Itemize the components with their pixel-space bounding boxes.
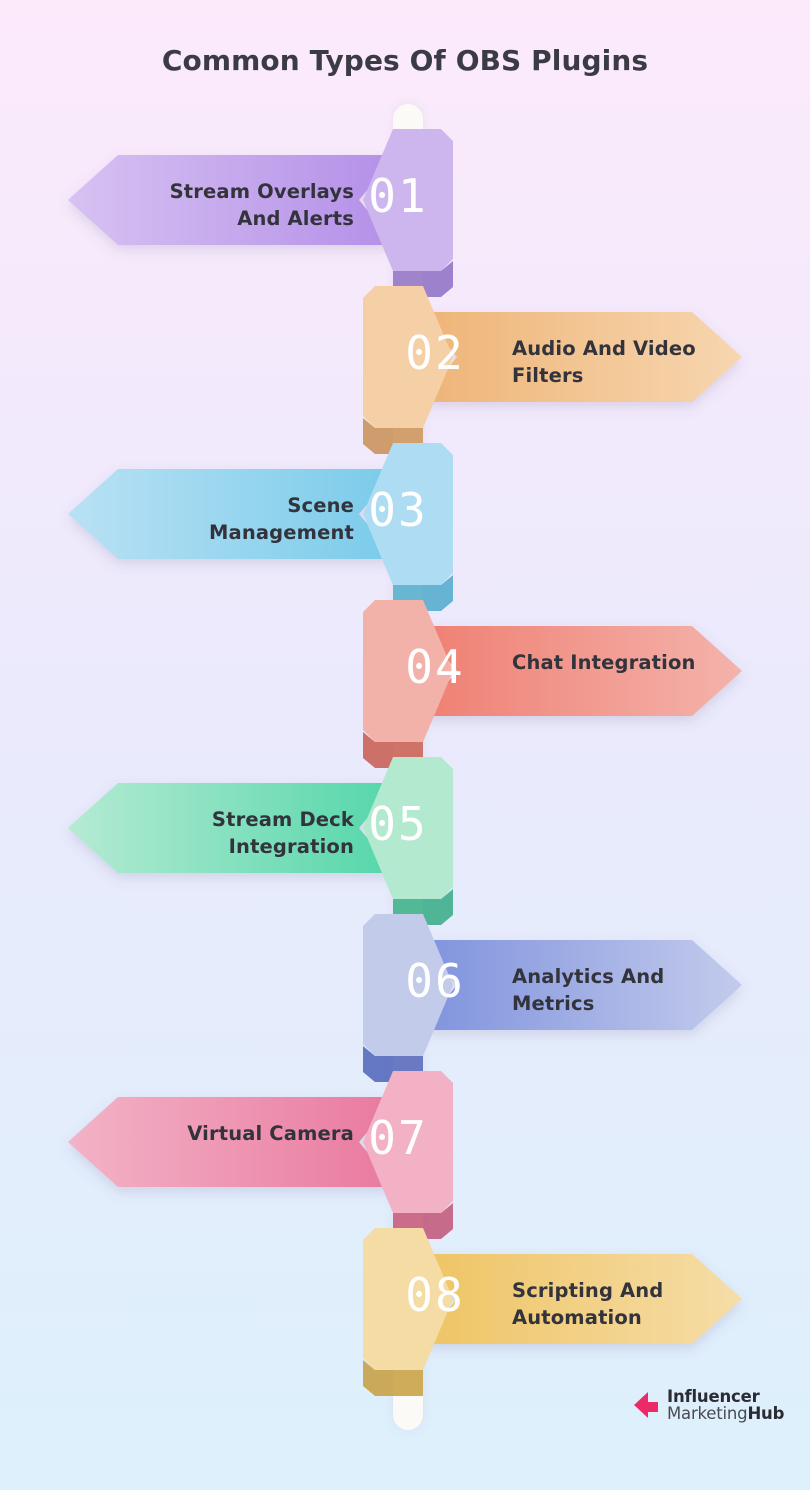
step-banner xyxy=(68,469,397,559)
step-banner xyxy=(68,1097,397,1187)
step-graphic xyxy=(68,1071,453,1239)
step-badge xyxy=(363,1228,453,1370)
step-number: 04 xyxy=(405,640,465,694)
step-label: Scripting And Automation xyxy=(512,1279,664,1329)
step-graphic xyxy=(363,286,742,454)
logo-text: Influencer MarketingHub xyxy=(667,1388,784,1422)
step-label: Stream Overlays And Alerts xyxy=(169,180,354,230)
step-graphic xyxy=(68,757,453,925)
step-graphic xyxy=(68,443,453,611)
step-number: 07 xyxy=(368,1111,428,1165)
step-badge xyxy=(363,443,453,585)
step-item[interactable]: 06 Analytics And Metrics xyxy=(0,906,810,1092)
step-label: Scene Management xyxy=(208,494,354,544)
logo-line-2: MarketingHub xyxy=(667,1405,784,1422)
step-banner xyxy=(419,1254,742,1344)
step-label: Chat Integration xyxy=(512,651,696,674)
logo-arrow-icon xyxy=(634,1392,658,1419)
step-badge xyxy=(363,914,453,1056)
step-number: 08 xyxy=(405,1268,465,1322)
step-number: 02 xyxy=(405,326,465,380)
logo-marketing: Marketing xyxy=(667,1404,748,1424)
step-label: Stream Deck Integration xyxy=(211,808,354,858)
step-item[interactable]: 08 Scripting And Automation xyxy=(0,1220,810,1406)
step-banner xyxy=(68,783,397,873)
step-badge xyxy=(363,1071,453,1213)
step-label: Virtual Camera xyxy=(187,1122,354,1145)
step-item[interactable]: 03 Scene Management xyxy=(0,435,810,621)
step-label: Analytics And Metrics xyxy=(512,965,665,1015)
step-number: 06 xyxy=(405,954,465,1008)
step-item[interactable]: 07 Virtual Camera xyxy=(0,1063,810,1249)
step-number: 01 xyxy=(368,169,428,223)
brand-logo[interactable]: Influencer MarketingHub xyxy=(632,1388,784,1422)
step-item[interactable]: 02 Audio And Video Filters xyxy=(0,278,810,464)
step-graphic xyxy=(363,914,742,1082)
step-banner xyxy=(419,626,742,716)
step-badge xyxy=(363,600,453,742)
step-item[interactable]: 01 Stream Overlays And Alerts xyxy=(0,121,810,307)
step-item[interactable]: 05 Stream Deck Integration xyxy=(0,749,810,935)
step-item[interactable]: 04 Chat Integration xyxy=(0,592,810,778)
step-graphic xyxy=(68,129,453,297)
step-badge xyxy=(363,129,453,271)
step-label: Audio And Video Filters xyxy=(512,337,696,387)
step-number: 05 xyxy=(368,797,428,851)
page-title: Common Types Of OBS Plugins xyxy=(161,44,649,77)
step-graphic xyxy=(363,600,742,768)
step-badge xyxy=(363,286,453,428)
step-badge xyxy=(363,757,453,899)
step-banner xyxy=(68,155,397,245)
logo-line-1: Influencer xyxy=(667,1387,760,1406)
step-banner xyxy=(419,312,742,402)
step-banner xyxy=(419,940,742,1030)
step-number: 03 xyxy=(368,483,428,537)
logo-hub: Hub xyxy=(747,1404,785,1424)
step-graphic xyxy=(363,1228,742,1396)
